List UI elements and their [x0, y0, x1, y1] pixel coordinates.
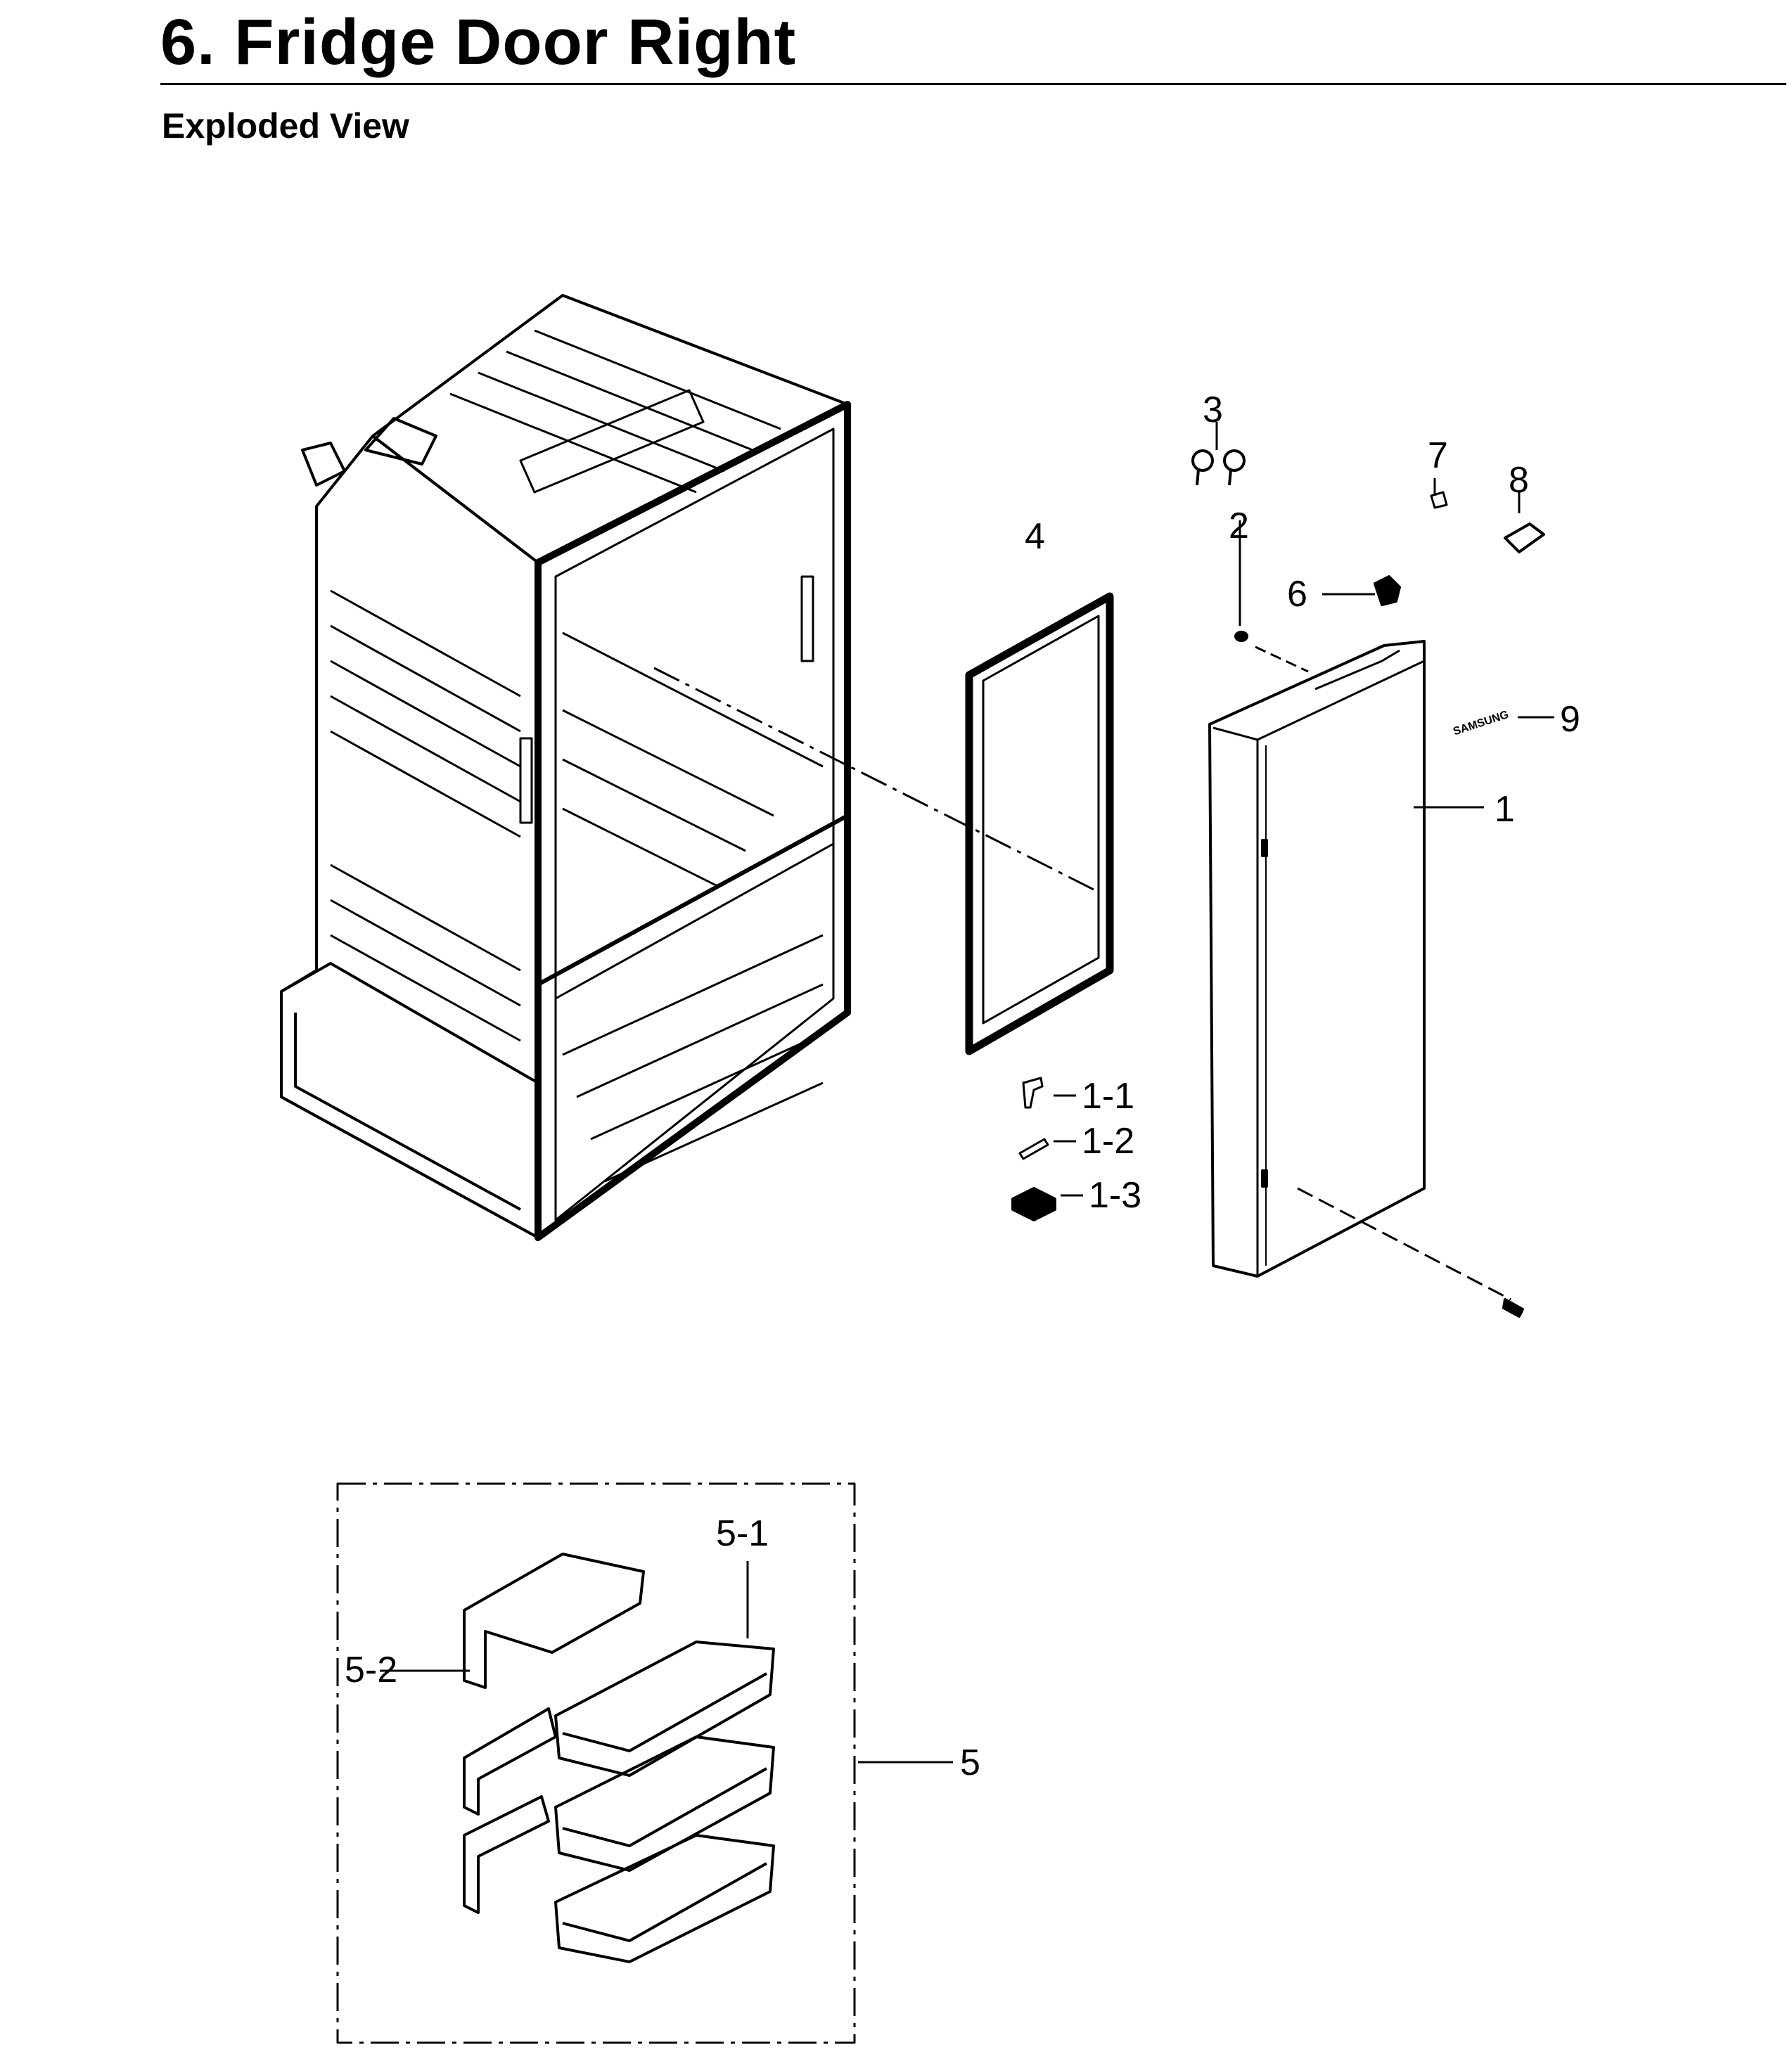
alignment-line-door-screw: [1297, 1187, 1511, 1301]
callout-6: 6: [1287, 574, 1307, 615]
callout-9: 9: [1560, 699, 1580, 740]
callout-4: 4: [1025, 516, 1045, 557]
callout-5-1: 5-1: [716, 1513, 769, 1554]
fridge-door-right: [1208, 640, 1426, 1278]
callout-1-1: 1-1: [1082, 1076, 1134, 1117]
door-shelves-part-5-1: [554, 1641, 775, 1963]
callout-1: 1: [1495, 789, 1515, 830]
callout-1-2: 1-2: [1082, 1121, 1134, 1162]
door-gasket: [965, 592, 1114, 1055]
hinge-cap-part-2: [1234, 631, 1248, 642]
title-underline: [160, 83, 1786, 85]
part-1-3-bracket: [1011, 1187, 1056, 1221]
callout-3: 3: [1203, 390, 1223, 430]
callout-7: 7: [1428, 435, 1448, 476]
bracket-part-8: [1504, 522, 1545, 553]
door-guards-part-5-2: [463, 1553, 645, 1914]
fridge-cabinet-drawing: [280, 294, 851, 1241]
part-1-2-pin: [1018, 1138, 1049, 1160]
alignment-line-cabinet: [653, 667, 1094, 891]
callout-1-3: 1-3: [1089, 1175, 1141, 1216]
door-bin-group-box: [336, 1482, 856, 2044]
door-screw: [1502, 1298, 1524, 1318]
section-subtitle: Exploded View: [162, 106, 409, 146]
page-title: 6. Fridge Door Right: [160, 6, 797, 78]
callout-2: 2: [1229, 506, 1249, 546]
hinge-bolts-part-3: [1191, 449, 1246, 486]
callout-5: 5: [960, 1742, 980, 1783]
part-7-block: [1430, 491, 1448, 509]
samsung-logo-badge: SAMSUNG: [1452, 709, 1510, 738]
part-1-1-screw: [1022, 1077, 1044, 1109]
callout-5-2: 5-2: [345, 1650, 397, 1690]
hinge-part-6: [1374, 575, 1401, 606]
callout-8: 8: [1509, 460, 1529, 501]
